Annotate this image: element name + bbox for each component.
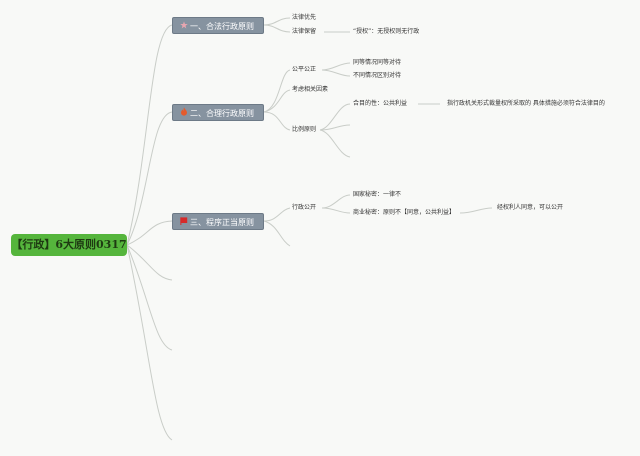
node-legal-reservation[interactable]: 法律保留: [292, 28, 317, 35]
node-consent-note[interactable]: 经权利人同意，可以公开: [497, 204, 564, 211]
node-administrative-publicity[interactable]: 行政公开: [292, 204, 317, 211]
node-reservation-note[interactable]: “授权”：无授权则无行政: [353, 28, 420, 35]
node-differential-treatment[interactable]: 不同情况区别对待: [353, 72, 402, 79]
topic-label: 二、合理行政原则: [190, 109, 254, 118]
node-purpose[interactable]: 合目的性：公共利益: [353, 100, 408, 107]
topic-reasonable-administration[interactable]: 二、合理行政原则: [172, 104, 264, 121]
node-business-secret[interactable]: 商业秘密：原则不【同意，公共利益】: [353, 209, 456, 216]
node-fairness[interactable]: 公平公正: [292, 66, 317, 73]
topic-label: 一、合法行政原则: [190, 22, 254, 31]
root-topic[interactable]: 【行政】6大原则0317: [11, 234, 127, 256]
flag-icon: [179, 214, 188, 231]
star-icon: [179, 18, 188, 35]
topic-due-process[interactable]: 三、程序正当原则: [172, 213, 264, 230]
topic-label: 三、程序正当原则: [190, 218, 254, 227]
topic-legal-administration[interactable]: 一、合法行政原则: [172, 17, 264, 34]
node-equal-treatment[interactable]: 同等情况同等对待: [353, 59, 402, 66]
node-proportionality[interactable]: 比例原则: [292, 126, 317, 133]
node-purpose-note[interactable]: 指行政机关形式裁量权所采取的 具体措施必须符合法律目的: [447, 100, 605, 107]
node-legal-priority[interactable]: 法律优先: [292, 14, 317, 21]
node-relevant-factors[interactable]: 考虑相关因素: [292, 86, 329, 93]
fire-icon: [179, 105, 188, 122]
node-state-secret[interactable]: 国家秘密：一律不: [353, 191, 402, 198]
